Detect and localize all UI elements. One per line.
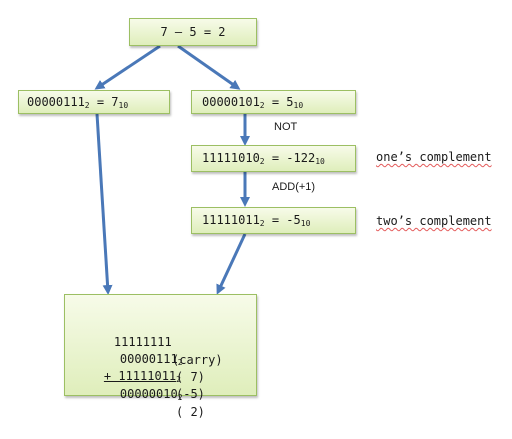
connector-arrows bbox=[94, 44, 250, 295]
twos-complement-note: two’s complement bbox=[376, 214, 492, 228]
left-value-box: 000001112 = 710 bbox=[18, 90, 170, 114]
sum-result-row: 000000102 ( 2) bbox=[91, 367, 205, 439]
top-equation-box: 7 – 5 = 2 bbox=[129, 18, 257, 46]
arrow-top-to-right bbox=[177, 44, 241, 90]
right2-bits: 11111010 bbox=[202, 151, 260, 165]
add-one-operation-label: ADD(+1) bbox=[272, 181, 316, 193]
arrow-left-to-sum bbox=[95, 113, 113, 295]
sum-operand1-bits: 00000111 bbox=[119, 352, 178, 366]
ones-complement-note: one’s complement bbox=[376, 150, 492, 164]
right1-base-bits: 2 bbox=[259, 101, 265, 110]
right3-equals: = -5 bbox=[264, 213, 301, 227]
arrow-right3-to-sum bbox=[216, 233, 247, 295]
left-base-dec: 10 bbox=[118, 101, 129, 110]
sum-operand1-note: ( 7) bbox=[176, 370, 205, 384]
sum-result-base: 2 bbox=[177, 393, 183, 402]
right2-base-bits: 2 bbox=[259, 157, 265, 166]
sum-result-bits: 00000010 bbox=[119, 387, 178, 401]
top-equation-text: 7 – 5 = 2 bbox=[160, 25, 226, 39]
arrow-top-to-left bbox=[94, 44, 161, 90]
sum-result-note: ( 2) bbox=[176, 405, 205, 419]
right3-bits: 11111011 bbox=[202, 213, 260, 227]
sum-operand2-note: (-5) bbox=[176, 387, 205, 401]
sum-carry-row: 11111111 (carry) bbox=[85, 315, 223, 387]
right1-base-dec: 10 bbox=[293, 101, 304, 110]
right1-equals: = 5 bbox=[264, 95, 294, 109]
right3-value-box: 111110112 = -510 bbox=[191, 207, 356, 234]
right1-bits: 00000101 bbox=[202, 95, 260, 109]
right2-equals: = -122 bbox=[264, 151, 316, 165]
right2-base-dec: 10 bbox=[315, 157, 325, 166]
right2-value-box: 111110102 = -12210 bbox=[191, 145, 356, 172]
sum-carry-note: (carry) bbox=[172, 353, 223, 367]
sum-carry-bits: 11111111 bbox=[113, 335, 172, 349]
sum-operand1-base: 2 bbox=[177, 358, 183, 367]
left-bits: 00000111 bbox=[27, 95, 85, 109]
sum-operand2-base: 2 bbox=[176, 375, 181, 384]
ones-complement-text: one’s complement bbox=[376, 150, 492, 164]
sum-operand2-bits: + 11111011 bbox=[103, 369, 177, 383]
right1-value-box: 000001012 = 510 bbox=[191, 90, 356, 114]
left-base-bits: 2 bbox=[84, 101, 90, 110]
not-operation-label: NOT bbox=[274, 121, 298, 133]
right3-base-dec: 10 bbox=[300, 219, 311, 228]
sum-operand2-row: + 111110112 (-5) bbox=[75, 349, 205, 421]
sum-operand1-row: 000001112 ( 7) bbox=[91, 332, 205, 404]
right3-base-bits: 2 bbox=[259, 219, 265, 228]
sum-box: 11111111 (carry) 000001112 ( 7) + 111110… bbox=[64, 294, 257, 419]
twos-complement-text: two’s complement bbox=[376, 214, 492, 228]
left-equals: = 7 bbox=[89, 95, 119, 109]
